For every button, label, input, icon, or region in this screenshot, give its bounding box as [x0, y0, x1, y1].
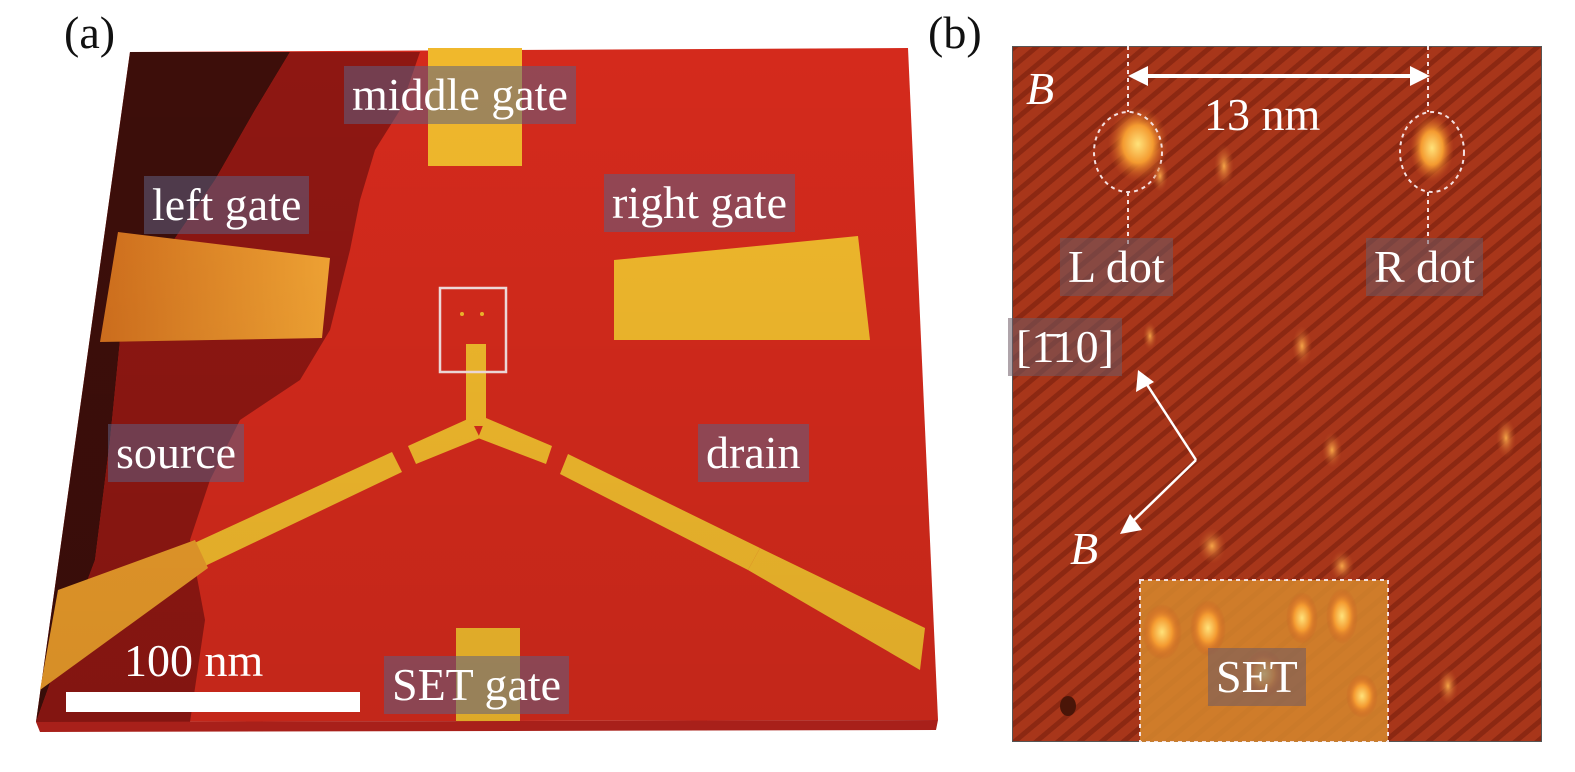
surface-feature	[1292, 326, 1312, 366]
crystal-direction-label: [1̄10]	[1008, 318, 1122, 376]
panel-b-label: (b)	[928, 7, 982, 58]
field-direction-arrow	[1127, 459, 1197, 527]
left-gate-label: left gate	[144, 176, 310, 234]
drain-label: drain	[698, 424, 809, 482]
right-dot-circle	[1399, 111, 1465, 193]
scale-bar-label: 100 nm	[124, 635, 264, 686]
field-arrow-head-down	[1120, 514, 1142, 534]
field-label-top: B	[1026, 63, 1055, 114]
set-region-box	[1139, 579, 1389, 742]
set-feature	[1346, 674, 1378, 718]
source-label: source	[108, 424, 245, 482]
field-direction-arrow	[1142, 379, 1198, 461]
panel-a-label: (a)	[64, 7, 116, 58]
sample-edge	[36, 720, 938, 732]
distance-label: 13 nm	[1204, 89, 1321, 140]
set-label: SET	[1208, 648, 1306, 706]
surface-feature	[1214, 144, 1234, 188]
surface-feature	[1322, 432, 1342, 468]
right-dot-feature	[1410, 114, 1454, 182]
surface-shade	[36, 48, 938, 722]
right-gate-label: right gate	[604, 174, 795, 232]
surface-feature	[1496, 418, 1516, 458]
distance-arrow-head-right	[1410, 66, 1430, 86]
set-feature	[1326, 588, 1358, 644]
panel-b-stm-image: B 13 nm L dot R dot [1̄10] B SET	[1008, 46, 1542, 742]
set-feature	[1286, 592, 1318, 644]
surface-feature	[1330, 550, 1354, 582]
set-feature	[1190, 600, 1226, 656]
surface-feature	[1060, 696, 1076, 716]
panel-a-device-image: middle gate left gate right gate source …	[36, 48, 938, 732]
field-arrow-label: B	[1070, 523, 1099, 574]
set-gate-label: SET gate	[384, 656, 570, 714]
set-feature	[1142, 604, 1182, 660]
left-dot-label: L dot	[1060, 238, 1173, 296]
middle-gate-label: middle gate	[344, 66, 576, 124]
surface-feature	[1438, 668, 1458, 704]
stm-topography	[1012, 46, 1542, 742]
surface-feature	[1143, 322, 1157, 350]
scale-bar	[66, 692, 360, 712]
surface-feature	[1152, 160, 1168, 192]
surface-feature	[1198, 528, 1226, 564]
right-dot-label: R dot	[1366, 238, 1483, 296]
distance-arrow-head-left	[1128, 66, 1148, 86]
field-arrow-head-up	[1136, 370, 1154, 392]
